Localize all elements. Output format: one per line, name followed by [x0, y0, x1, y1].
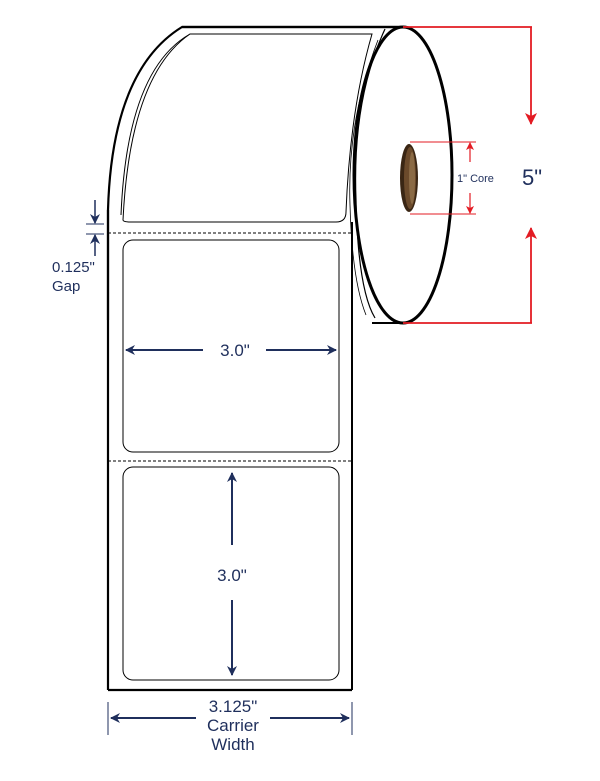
roll-diameter-dimension	[403, 26, 537, 324]
carrier-strip	[106, 210, 353, 692]
gap-value: 0.125"	[52, 259, 95, 276]
label-width-value: 3.0"	[220, 341, 250, 360]
label-2	[122, 466, 340, 681]
gap-word: Gap	[52, 278, 80, 295]
carrier-width-dimension	[107, 702, 353, 735]
core-label: 1" Core	[457, 173, 494, 185]
roll-diameter-label: 5"	[522, 165, 542, 190]
core-hole	[400, 144, 418, 212]
carrier-value: 3.125"	[209, 697, 258, 716]
label-height-value: 3.0"	[217, 566, 247, 585]
width-word: Width	[211, 735, 254, 754]
label-1	[122, 239, 340, 453]
label-on-roll	[122, 33, 373, 223]
core-dimension	[410, 141, 476, 215]
carrier-word: Carrier	[207, 716, 259, 735]
gap-dimension	[86, 200, 104, 256]
